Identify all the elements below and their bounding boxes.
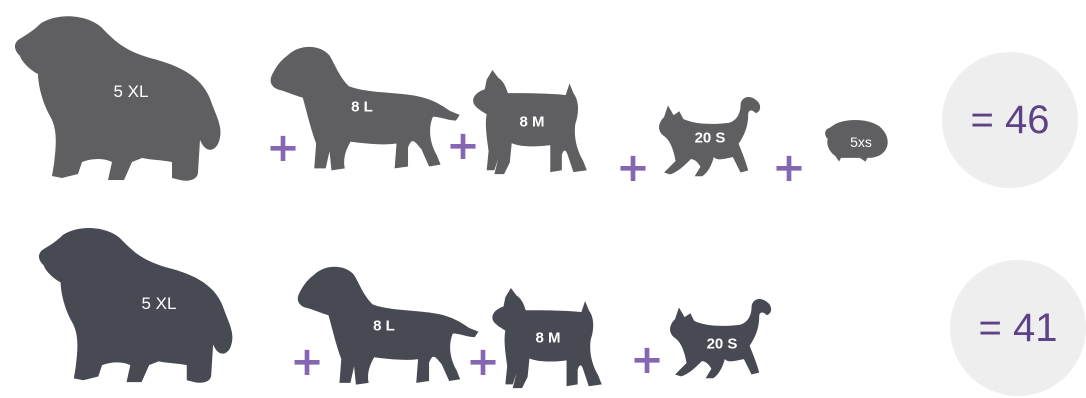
- equation-row-1: 5 XL + 8 L + 8 M + 20 S + 5xs = 46: [0, 0, 1078, 191]
- s-cat-label: 20 S: [706, 335, 738, 353]
- s-cat-item: 20 S: [654, 96, 764, 182]
- plus-sign: +: [290, 339, 324, 385]
- l-dog-label: 8 L: [373, 317, 395, 335]
- l-dog-item: 8 L: [292, 264, 482, 392]
- plus-sign: +: [466, 339, 500, 385]
- plus-sign: +: [630, 337, 664, 383]
- total-value: = 46: [970, 97, 1050, 142]
- s-cat-label: 20 S: [694, 129, 726, 147]
- s-cat-item: 20 S: [664, 298, 776, 384]
- total-circle: = 41: [950, 260, 1086, 396]
- equation-row-2: 5 XL + 8 L + 8 M + 20 S = 41: [0, 200, 1086, 398]
- xl-dog-item: 5 XL: [32, 224, 238, 384]
- xl-dog-item: 5 XL: [12, 12, 222, 182]
- total-circle: = 46: [942, 52, 1078, 188]
- m-dog-label: 8 M: [535, 329, 561, 347]
- plus-sign: +: [772, 145, 806, 191]
- plus-sign: +: [616, 145, 650, 191]
- xl-dog-label: 5 XL: [113, 82, 149, 101]
- l-dog-item: 8 L: [266, 44, 462, 178]
- total-value: = 41: [978, 305, 1058, 350]
- l-dog-label: 8 L: [351, 98, 373, 116]
- plus-sign: +: [266, 125, 300, 171]
- xs-guinea-pig-label: 5xs: [850, 134, 872, 150]
- xl-dog-label: 5 XL: [141, 294, 177, 313]
- plus-sign: +: [446, 123, 480, 169]
- bernese-dog-icon: [32, 224, 238, 384]
- m-dog-item: 8 M: [490, 288, 606, 390]
- xs-guinea-pig-item: 5xs: [824, 118, 890, 162]
- m-dog-item: 8 M: [470, 70, 592, 176]
- m-dog-label: 8 M: [519, 113, 545, 131]
